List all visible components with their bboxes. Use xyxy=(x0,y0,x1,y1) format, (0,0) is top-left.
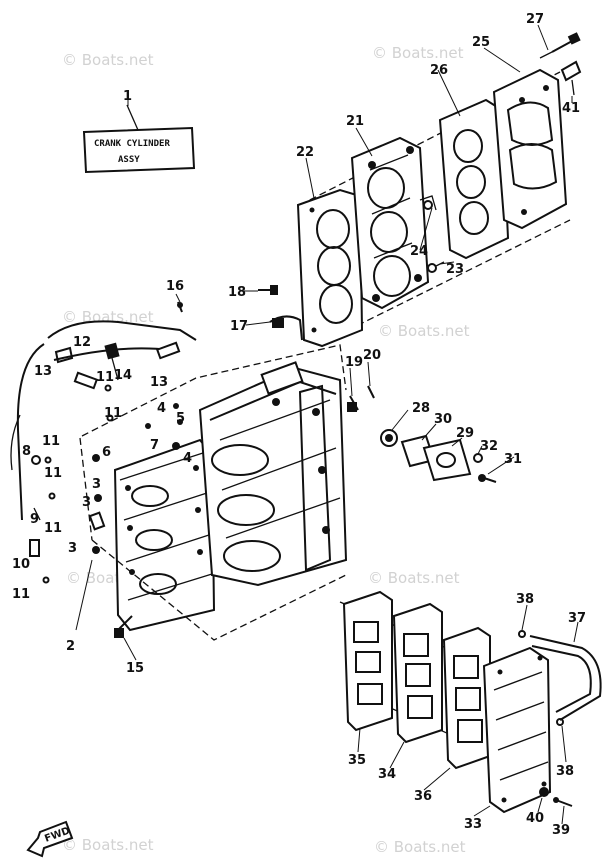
thermostat-41 xyxy=(560,60,582,96)
part-label: 1 xyxy=(123,89,132,104)
exhaust-plate-34 xyxy=(392,602,443,744)
part-label: 11 xyxy=(104,406,122,421)
part-label: 24 xyxy=(410,244,428,259)
part-label: 12 xyxy=(73,335,91,350)
callout-line2: ASSY xyxy=(118,155,140,165)
part-label: 2 xyxy=(66,639,75,654)
part-label: 20 xyxy=(363,348,381,363)
small-hardware xyxy=(29,285,497,638)
part-label: 23 xyxy=(446,262,464,277)
part-label: 11 xyxy=(96,370,114,385)
part-number-labels: 1 2 3 3 3 4 4 5 6 7 8 9 10 11 11 11 11 1… xyxy=(12,12,586,838)
part-label: 11 xyxy=(44,466,62,481)
part-label: 13 xyxy=(150,375,168,390)
part-label: 18 xyxy=(228,285,246,300)
part-label: 19 xyxy=(345,355,363,370)
exhaust-gasket-36 xyxy=(442,626,491,770)
part-label: 3 xyxy=(82,495,91,510)
head-gasket-22 xyxy=(296,188,364,348)
part-label: 38 xyxy=(516,592,534,607)
forward-direction-arrow: FWD xyxy=(26,820,74,858)
part-label: 8 xyxy=(22,444,31,459)
part-label: 11 xyxy=(42,434,60,449)
part-label: 26 xyxy=(430,63,448,78)
head-cover-25 xyxy=(492,68,568,230)
part-label: 4 xyxy=(183,451,192,466)
part-label: 27 xyxy=(526,12,544,27)
part-label: 4 xyxy=(157,401,166,416)
part-label: 9 xyxy=(30,512,39,527)
part-label: 30 xyxy=(434,412,452,427)
exhaust-cover-stack xyxy=(339,590,602,814)
part-label: 3 xyxy=(68,541,77,556)
part-label: 28 xyxy=(412,401,430,416)
part-label: 36 xyxy=(414,789,432,804)
watermarks: © Boats.net © Boats.net © Boats.net © Bo… xyxy=(62,44,470,856)
part-label: 31 xyxy=(504,452,522,467)
part-label: 17 xyxy=(230,319,248,334)
part-label: 10 xyxy=(12,557,30,572)
watermark-text: © Boats.net xyxy=(62,51,154,69)
exhaust-gasket-35 xyxy=(342,590,393,732)
part-label: 34 xyxy=(378,767,396,782)
part-label: 6 xyxy=(102,445,111,460)
watermark-text: © Boats.net xyxy=(368,569,460,587)
callout-line1: CRANK CYLINDER xyxy=(94,139,170,149)
part-label: 32 xyxy=(480,439,498,454)
cylinder-head-stack xyxy=(296,32,582,348)
watermark-text: © Boats.net xyxy=(378,322,470,340)
part-label: 5 xyxy=(176,411,185,426)
crankcase-block xyxy=(79,344,348,641)
watermark-text: © Boats.net xyxy=(62,836,154,854)
cylinder-head-21 xyxy=(350,136,437,310)
part-label: 41 xyxy=(562,101,580,116)
part-label: 13 xyxy=(34,364,52,379)
watermark-text: © Boats.net xyxy=(62,308,154,326)
part-label: 22 xyxy=(296,145,314,160)
crank-cylinder-assy-callout: CRANK CYLINDER ASSY xyxy=(82,104,196,174)
part-label: 25 xyxy=(472,35,490,50)
part-label: 33 xyxy=(464,817,482,832)
part-label: 40 xyxy=(526,811,544,826)
part-label: 37 xyxy=(568,611,586,626)
part-label: 14 xyxy=(114,368,132,383)
head-cover-gasket-26 xyxy=(438,98,510,260)
part-label: 3 xyxy=(92,477,101,492)
part-label: 11 xyxy=(44,521,62,536)
leader-lines xyxy=(75,24,579,825)
part-label: 39 xyxy=(552,823,570,838)
watermark-text: © Boats.net xyxy=(372,44,464,62)
watermark-text: © Boats.net xyxy=(374,838,466,856)
part-label: 11 xyxy=(12,587,30,602)
exhaust-cover-33 xyxy=(482,646,552,814)
part-label: 16 xyxy=(166,279,184,294)
part-label: 21 xyxy=(346,114,364,129)
part-label: 15 xyxy=(126,661,144,676)
part-label: 35 xyxy=(348,753,366,768)
part-label: 29 xyxy=(456,426,474,441)
part-label: 7 xyxy=(150,438,159,453)
part-label: 38 xyxy=(556,764,574,779)
bolt-27 xyxy=(539,32,581,59)
